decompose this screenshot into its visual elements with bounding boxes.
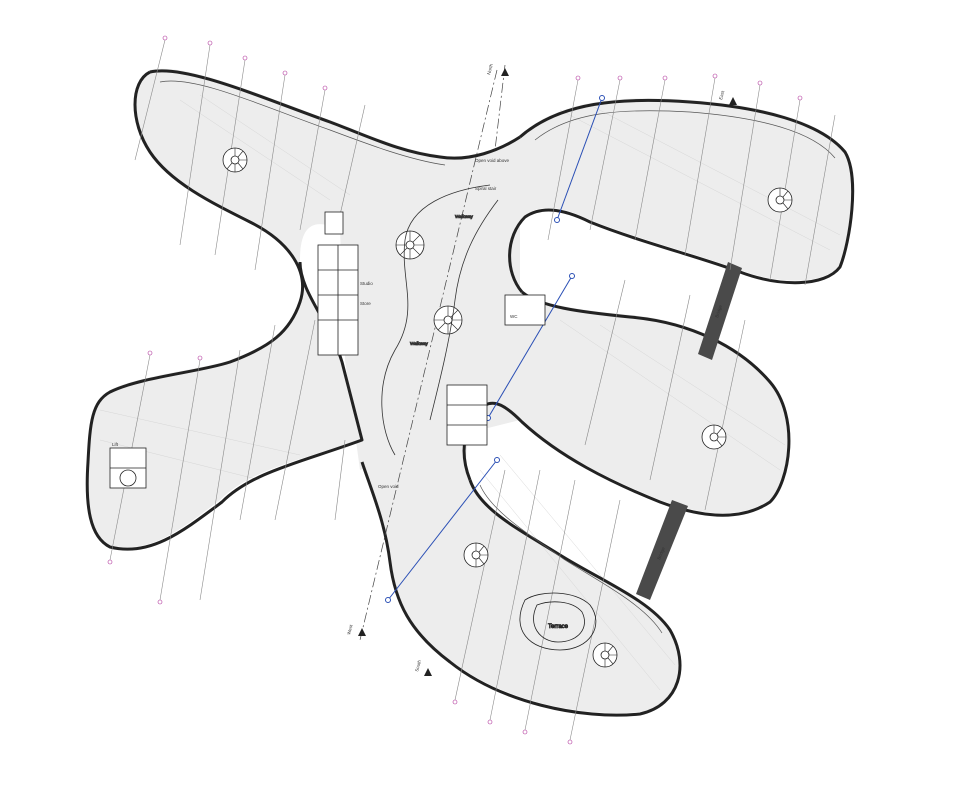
core-room-east-upper [504,294,546,326]
facade-right-top [508,98,855,293]
inner-offset-top-left [159,80,446,166]
north-arrow-icon [501,68,509,76]
direction-markers-group: North East West South [346,63,737,676]
grid-tag-circle [487,719,493,725]
grid-tags-group [107,35,803,745]
inner-offset-bottom [479,484,663,634]
grid-tag-circle [757,80,763,86]
slab-hatch-group [99,94,841,691]
terrace-label: Terrace [548,624,569,630]
slab-fill-group [87,68,853,714]
spiral-stair-bottom-upper [463,542,489,568]
grid-tag-circle [797,95,803,101]
spiral-stair-right-top [767,187,793,213]
terrace-oval-inner [533,601,585,643]
room-a-label: Studio [360,281,373,286]
bridge-upper [698,262,742,360]
bridge-lower [636,500,688,600]
grid-tag-circle [282,70,288,76]
core-room-upper [324,211,344,235]
grid-tag-circle [242,55,248,61]
void-center-label: Open void [378,484,399,489]
grid-tag-circle [207,40,213,46]
grid-tag-circle [662,75,668,81]
direction-north-label: North [486,63,494,75]
spiral-stair-bottom-lower [592,642,618,668]
south-arrow-icon [424,668,432,676]
terrace-oval-outer [519,592,597,651]
terrace-group: Terrace [519,592,597,651]
grid-tag-circle [107,559,113,565]
grid-tag-circle [197,355,203,361]
stair-note-label: Spiral stair [475,186,497,191]
void-top-label: Open void above [475,158,510,163]
direction-south-label: South [414,659,422,672]
core-room-east [446,384,488,446]
spiral-stairs-group [222,147,793,668]
spiral-stair-top-left [222,147,248,173]
spiral-stair-atrium-upper [395,230,425,260]
axis-node [599,95,605,101]
grid-tag-circle [452,699,458,705]
direction-east-label: East [718,90,725,101]
inner-offset-top-right [534,110,836,159]
bridge-lower-label: Bridge [656,546,666,560]
slab-lobe-top-right [509,98,853,290]
west-arrow-icon [358,628,366,636]
grid-tag-circle [157,599,163,605]
grid-tag-circle [575,75,581,81]
grid-tag-circle [162,35,168,41]
atrium-walkways-group: Walkway Walkway [381,184,499,456]
walkway-curve-b [429,199,499,421]
facade-right-middle [462,290,791,517]
axis-node [494,457,500,463]
spiral-stair-right-middle [701,424,727,450]
room-b-label: Store [360,301,371,306]
grid-tag-circle [712,73,718,79]
spiral-stair-atrium-lower [433,305,463,335]
inner-offset-group [159,80,836,634]
room-c-label: WC [510,314,518,319]
grid-tag-circle [522,729,528,735]
grid-tag-circle [322,85,328,91]
grid-tag-circle [617,75,623,81]
facade-left [85,69,521,551]
service-core-group [109,211,546,489]
bridge-upper-label: Bridge [714,304,723,318]
axis-lines-group [359,64,506,641]
axis-node [569,273,575,279]
slab-lobe-bottom [360,400,680,714]
axis-node [385,597,391,603]
axis-node [554,217,560,223]
grid-tag-circle [147,350,153,356]
walkway-curve-a [381,184,491,456]
direction-west-label: West [346,623,354,635]
grid-tag-circle [567,739,573,745]
walkway-b-label: Walkway [410,341,429,346]
slab-lobe-top-left [87,68,520,548]
east-arrow-icon [729,97,737,105]
bridge-group: Bridge Bridge [636,262,742,600]
room-d-label: Lift [112,442,119,447]
core-stair-west [119,469,137,487]
walkway-a-label: Walkway [455,214,474,219]
